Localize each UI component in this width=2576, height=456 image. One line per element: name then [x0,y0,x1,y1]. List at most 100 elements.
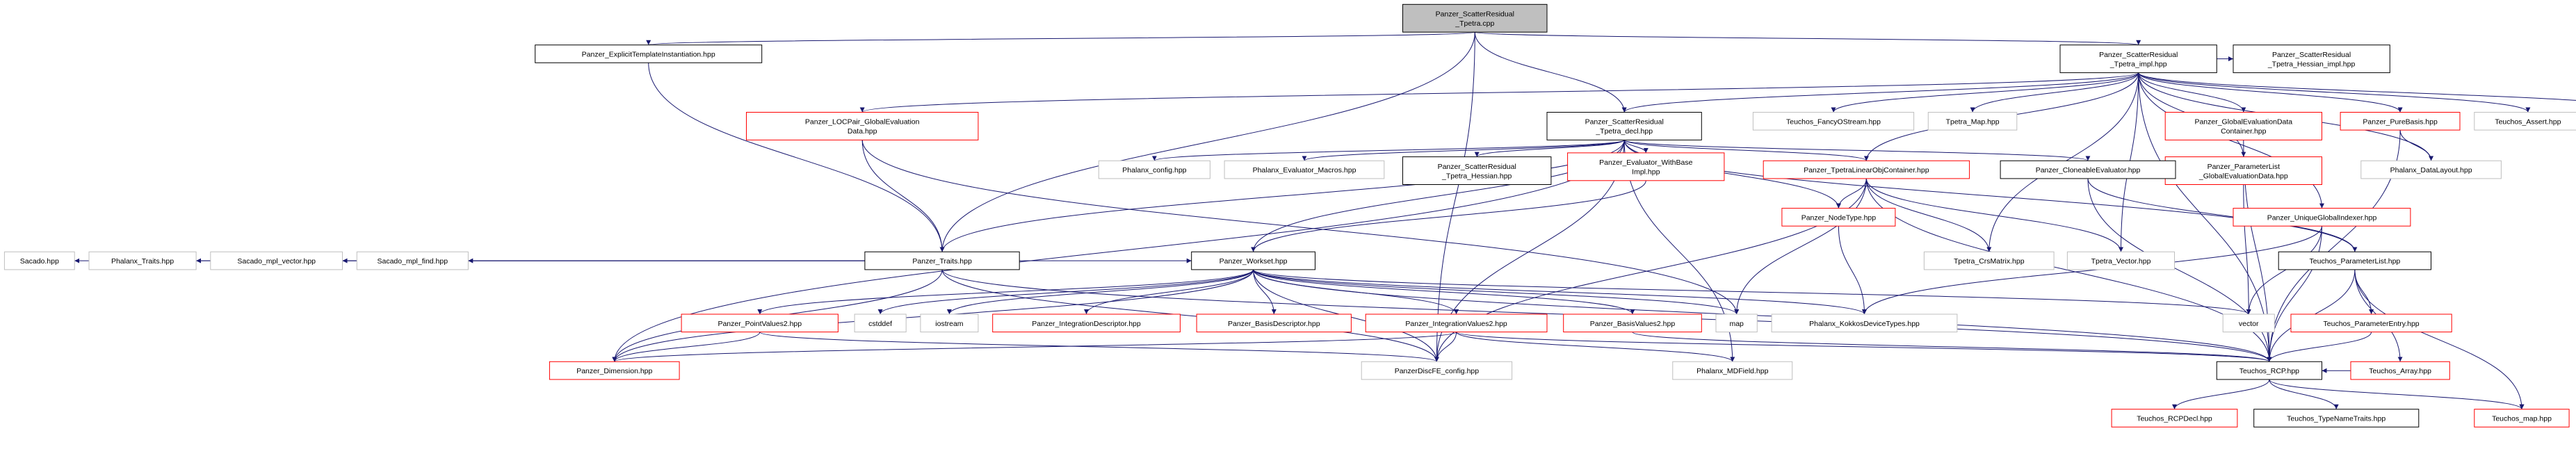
node-panzer-traits-hpp[interactable]: Panzer_Traits.hpp [864,251,1020,270]
node-label: Panzer_ScatterResidual [1585,118,1664,127]
node-label: _Tpetra_Hessian.hpp [1441,172,1512,180]
edge-n25-n35 [1253,269,1277,315]
edge-n41-n45 [2267,332,2372,362]
node-box [1402,3,1548,33]
edge-n3-n11 [2138,72,2531,113]
node-panzer-explicittemplateinstantiation-hpp[interactable]: Panzer_ExplicitTemplateInstantiation.hpp [535,44,763,63]
node-box [2000,160,2176,179]
node-phalanx-traits-hpp: Phalanx_Traits.hpp [88,251,197,270]
edge-n14-n40 [2243,184,2251,315]
node-teuchos-fancyostream-hpp: Teuchos_FancyOStream.hpp [1752,112,1915,131]
node-panzer-tpetralinearobjcontainer-hpp[interactable]: Panzer_TpetraLinearObjContainer.hpp [1763,160,1970,179]
node-panzer-purebasis-hpp[interactable]: Panzer_PureBasis.hpp [2340,112,2461,131]
edge-n19-n28 [1865,178,2123,252]
node-box [1763,160,1970,179]
node-panzer-scatterresidual-tpetra-cpp[interactable]: Panzer_ScatterResidual_Tpetra.cpp [1402,3,1548,33]
node-panzer-locpair-globalevaluationdata-hpp[interactable]: Panzer_LOCPair_GlobalEvaluationData.hpp [746,112,979,140]
node-panzer-pointvalues2-hpp[interactable]: Panzer_PointValues2.hpp [681,314,839,333]
node-panzer-integrationdescriptor-hpp[interactable]: Panzer_IntegrationDescriptor.hpp [992,314,1181,333]
node-vector: vector [2222,314,2275,333]
node-label: Teuchos_RCPDecl.hpp [2137,415,2212,423]
node-label: _Tpetra_impl.hpp [2109,60,2167,68]
node-teuchos-typenametraits-hpp[interactable]: Teuchos_TypeNameTraits.hpp [2253,409,2420,427]
node-label: Panzer_IntegrationValues2.hpp [1405,320,1507,328]
node-box [356,251,469,270]
node-sacado-mpl-vector-hpp: Sacado_mpl_vector.hpp [210,251,343,270]
node-panzer-cloneableevaluator-hpp[interactable]: Panzer_CloneableEvaluator.hpp [2000,160,2176,179]
edge-n5-n20 [1623,139,2091,161]
node-label: vector [2239,320,2259,328]
node-label: Panzer_TpetraLinearObjContainer.hpp [1804,166,1929,174]
edge-n25-n31 [757,269,1254,315]
node-box [1196,314,1352,333]
node-label: Teuchos_Array.hpp [2369,367,2431,375]
node-panzer-workset-hpp[interactable]: Panzer_Workset.hpp [1191,251,1315,270]
node-box [1752,112,1915,131]
node-panzer-scatterresidual-tpetra-hessian-impl-hpp[interactable]: Panzer_ScatterResidual_Tpetra_Hessian_im… [2233,44,2390,74]
node-label: Teuchos_TypeNameTraits.hpp [2287,415,2385,423]
edge-n36-n45 [1456,332,2272,362]
node-panzer-basisdescriptor-hpp[interactable]: Panzer_BasisDescriptor.hpp [1196,314,1352,333]
edge-n1-n2 [648,63,945,252]
edges-layer [74,31,2576,410]
edge-n26-n39 [1838,226,1867,315]
node-box [210,251,343,270]
node-teuchos-parameterlist-hpp[interactable]: Teuchos_ParameterList.hpp [2278,251,2431,270]
nodes-layer: Panzer_ScatterResidual_Tpetra.cppPanzer_… [3,3,2576,427]
node-label: _Tpetra.cpp [1455,19,1494,28]
node-box [1563,314,1702,333]
node-label: Teuchos_ParameterEntry.hpp [2324,320,2420,328]
node-panzer-scatterresidual-tpetra-hessian-hpp[interactable]: Panzer_ScatterResidual_Tpetra_Hessian.hp… [1402,156,1552,186]
node-label: Phalanx_Evaluator_Macros.hpp [1253,166,1356,174]
node-label: Panzer_CloneableEvaluator.hpp [2036,166,2141,174]
node-teuchos-array-hpp[interactable]: Teuchos_Array.hpp [2350,361,2450,380]
node-box [992,314,1181,333]
node-teuchos-rcp-hpp[interactable]: Teuchos_RCP.hpp [2216,361,2323,380]
node-label: Phalanx_config.hpp [1122,166,1186,174]
node-label: Panzer_ScatterResidual [1436,10,1514,19]
node-label: Teuchos_RCP.hpp [2239,367,2299,375]
node-box [2059,44,2217,74]
node-label: Data.hpp [848,127,877,136]
edge-n45-n49 [2269,379,2525,410]
edge-n20-n30 [2087,178,2358,252]
node-panzer-basisvalues2-hpp[interactable]: Panzer_BasisValues2.hpp [1563,314,1702,333]
node-label: _Tpetra_Hessian_impl.hpp [2267,60,2356,68]
node-label: Phalanx_KokkosDeviceTypes.hpp [1809,320,1920,328]
node-sacado-hpp: Sacado.hpp [3,251,75,270]
node-box [1224,160,1385,179]
edge-n0-n2 [939,32,1475,252]
node-panzer-uniqueglobalindexer-hpp[interactable]: Panzer_UniqueGlobalIndexer.hpp [2233,208,2411,227]
edge-n25-n37 [1253,269,1635,315]
node-teuchos-parameterentry-hpp[interactable]: Teuchos_ParameterEntry.hpp [2290,314,2452,333]
node-label: Panzer_LOCPair_GlobalEvaluation [805,118,920,127]
node-label: iostream [935,320,964,328]
edge-n30-n49 [2354,269,2525,409]
node-label: Sacado_mpl_vector.hpp [237,257,316,266]
node-label: Panzer_PureBasis.hpp [2363,117,2438,126]
node-panzer-integrationvalues2-hpp[interactable]: Panzer_IntegrationValues2.hpp [1365,314,1548,333]
node-label: Panzer_GlobalEvaluationData [2194,118,2292,127]
node-panzer-dimension-hpp[interactable]: Panzer_Dimension.hpp [549,361,680,380]
node-teuchos-assert-hpp: Teuchos_Assert.hpp [2474,112,2576,131]
edge-n6-n2 [861,140,945,252]
node-box [3,251,75,270]
edge-n3-n8 [1970,72,2139,113]
node-teuchos-map-hpp[interactable]: Teuchos_map.hpp [2474,409,2570,427]
node-panzer-scatterresidual-tpetra-impl-hpp[interactable]: Panzer_ScatterResidual_Tpetra_impl.hpp [2059,44,2217,74]
node-teuchos-rcpdecl-hpp[interactable]: Teuchos_RCPDecl.hpp [2111,409,2238,427]
node-label: Panzer_Traits.hpp [912,257,972,266]
edge-n19-n27 [1865,178,1992,252]
edge-n10-n13 [2399,130,2434,161]
edge-n3-n5 [1621,72,2139,113]
node-panzer-nodetype-hpp[interactable]: Panzer_NodeType.hpp [1781,208,1896,227]
node-panzer-scatterresidual-tpetra-decl-hpp[interactable]: Panzer_ScatterResidual_Tpetra_decl.hpp [1546,112,1702,140]
node-cstddef: cstddef [854,314,907,333]
node-label: Teuchos_FancyOStream.hpp [1786,117,1881,126]
node-panzer-parameterlist-globalevaluationdata-hpp[interactable]: Panzer_ParameterList_GlobalEvaluationDat… [2164,156,2322,186]
node-label: Phalanx_DataLayout.hpp [2390,166,2472,174]
edge-n5-n42 [612,140,1625,362]
edge-n5-n17 [1474,139,1625,158]
